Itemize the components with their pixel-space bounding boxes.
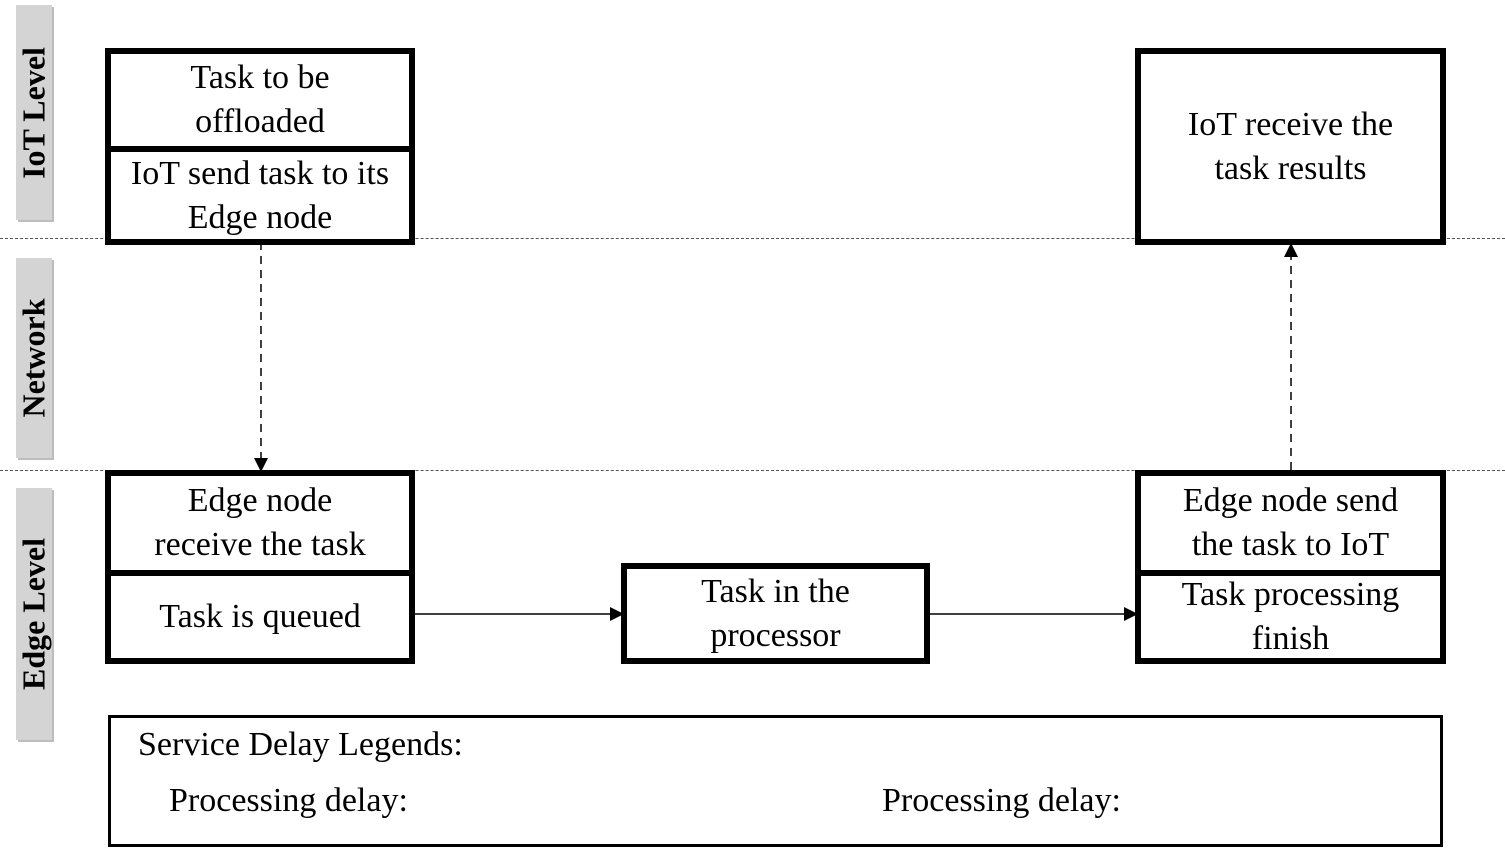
iot-level-tab: IoT Level <box>16 5 52 220</box>
edge-receive-cell: Edge node receive the task <box>111 476 409 570</box>
task-processor-cell: Task in the processor <box>627 569 924 658</box>
task-offloaded-cell: Task to be offloaded <box>111 54 409 146</box>
task-queued-text: Task is queued <box>159 598 361 635</box>
task-processor-box: Task in the processor <box>621 563 930 664</box>
network-level-tab: Network <box>16 258 52 458</box>
edge-send-text: Edge node send the task to IoT <box>1182 482 1399 563</box>
edge-send-cell: Edge node send the task to IoT <box>1141 476 1440 570</box>
task-queued-cell: Task is queued <box>111 570 409 658</box>
edge-receive-text: Edge node receive the task <box>154 482 366 563</box>
edge-receive-box: Edge node receive the task Task is queue… <box>105 470 415 664</box>
iot-network-separator <box>0 238 1505 239</box>
legend-dashed-label: Processing delay: <box>882 782 1121 819</box>
task-finish-cell: Task processing finish <box>1141 570 1440 658</box>
legend-solid-label: Processing delay: <box>169 782 408 819</box>
iot-send-cell: IoT send task to its Edge node <box>111 146 409 239</box>
legend-title: Service Delay Legends: <box>138 726 463 763</box>
iot-task-box: Task to be offloaded IoT send task to it… <box>105 48 415 245</box>
iot-receive-box: IoT receive the task results <box>1135 48 1446 245</box>
iot-receive-text: IoT receive the task results <box>1187 105 1394 187</box>
legend-box: Service Delay Legends: Processing delay:… <box>108 715 1443 847</box>
task-finish-text: Task processing finish <box>1181 576 1400 657</box>
task-offloaded-text: Task to be offloaded <box>190 59 330 140</box>
edge-level-tab: Edge Level <box>16 488 52 740</box>
network-edge-separator <box>0 470 1505 471</box>
iot-receive-cell: IoT receive the task results <box>1141 54 1440 239</box>
iot-send-text: IoT send task to its Edge node <box>130 154 390 236</box>
edge-send-box: Edge node send the task to IoT Task proc… <box>1135 470 1446 664</box>
task-processor-text: Task in the processor <box>701 572 850 654</box>
